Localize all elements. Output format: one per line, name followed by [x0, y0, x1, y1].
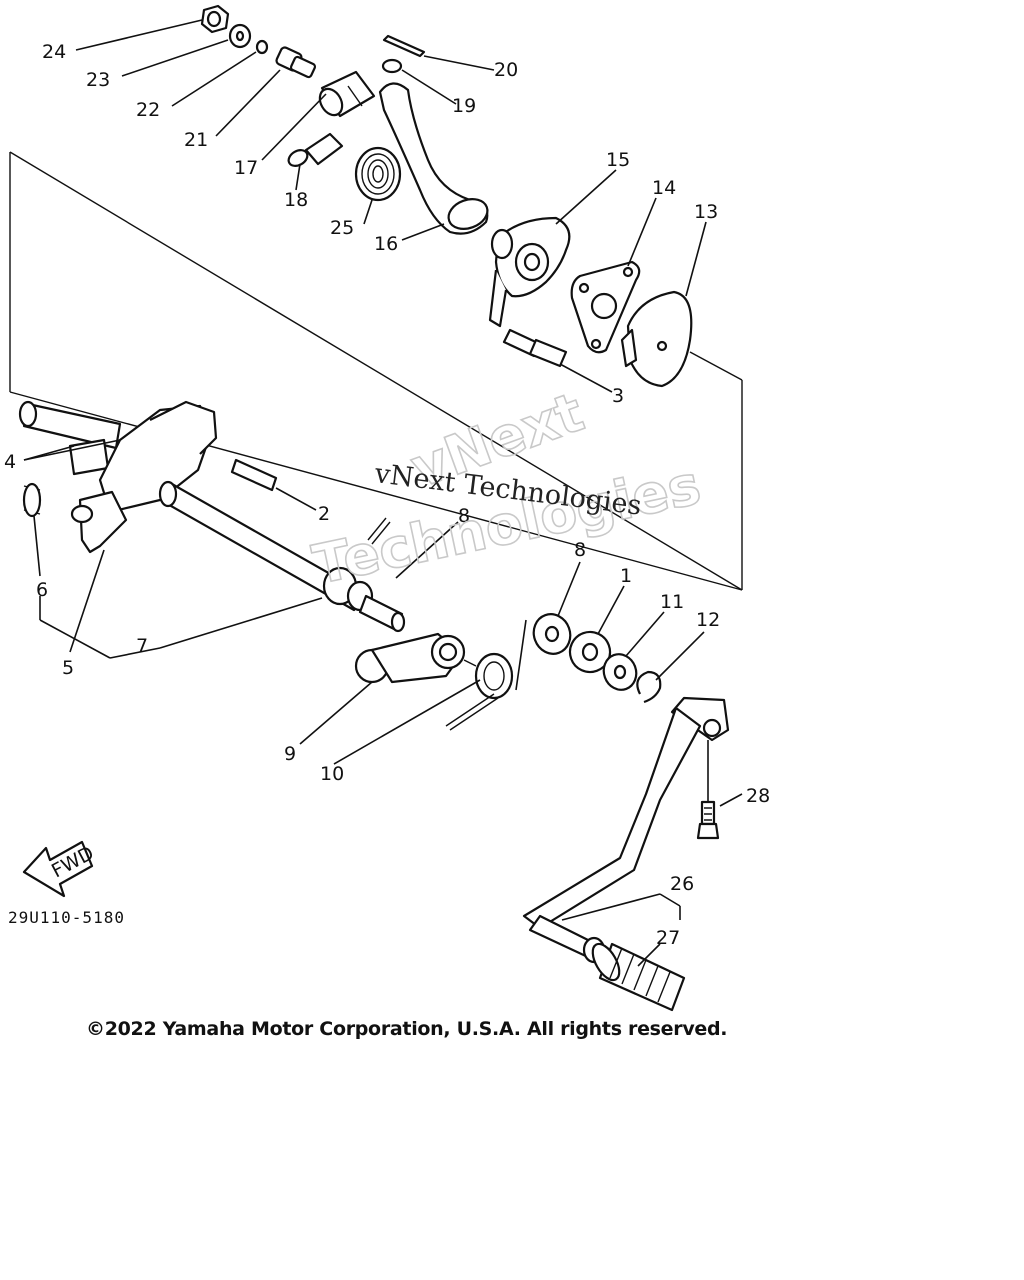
- callout-19: 19: [452, 95, 476, 117]
- callout-15: 15: [606, 149, 630, 171]
- callout-9: 9: [284, 743, 296, 765]
- callout-16: 16: [374, 233, 398, 255]
- part-14-triangle-plate: [570, 260, 641, 354]
- leader-lines: [23, 19, 743, 967]
- callout-22: 22: [136, 99, 160, 121]
- part-18-pin: [287, 132, 344, 167]
- reference-code: 29U110-5180: [8, 908, 125, 927]
- callout-25: 25: [330, 217, 354, 239]
- callout-8-upper: 8: [458, 505, 470, 527]
- copyright-notice: ©2022 Yamaha Motor Corporation, U.S.A. A…: [86, 1018, 728, 1040]
- callout-20: 20: [494, 59, 518, 81]
- part-24-nut: [200, 4, 230, 34]
- part-2-pin: [230, 458, 278, 492]
- callout-2: 2: [318, 503, 330, 525]
- part-26-shift-pedal: [522, 696, 730, 964]
- part-11-washer: [602, 653, 638, 691]
- part-9-shift-arm: [354, 632, 466, 684]
- part-3-bolt: [502, 328, 568, 368]
- callout-28: 28: [746, 785, 770, 807]
- part-19-washer: [381, 58, 403, 74]
- part-28-bolt: [696, 800, 720, 840]
- callout-12: 12: [696, 609, 720, 631]
- callout-24: 24: [42, 41, 66, 63]
- part-1-collar: [568, 630, 612, 674]
- callout-numbers: 24 23 22 21 17 18 20 19 25 16 15 14 13 3…: [4, 41, 770, 949]
- part-12-circlip: [636, 670, 662, 704]
- part-5-lever: [70, 490, 128, 554]
- callout-17: 17: [234, 157, 258, 179]
- callout-1: 1: [620, 565, 632, 587]
- part-23-washer: [228, 23, 252, 49]
- part-6-spring: [22, 482, 42, 518]
- callout-18: 18: [284, 189, 308, 211]
- callout-26: 26: [670, 873, 694, 895]
- callout-23: 23: [86, 69, 110, 91]
- callout-21: 21: [184, 129, 208, 151]
- callout-6: 6: [36, 579, 48, 601]
- callout-14: 14: [652, 177, 676, 199]
- callout-27: 27: [656, 927, 680, 949]
- part-25-spring: [354, 146, 402, 202]
- part-16-shift-arm: [378, 82, 489, 235]
- callout-13: 13: [694, 201, 718, 223]
- callout-10: 10: [320, 763, 344, 785]
- callout-5: 5: [62, 657, 74, 679]
- callout-8-lower: 8: [574, 539, 586, 561]
- part-20-cotter-pin: [382, 34, 426, 58]
- callout-11: 11: [660, 591, 684, 613]
- fwd-arrow: FWD: [22, 840, 98, 898]
- assembly-frame: [9, 151, 743, 591]
- callout-7: 7: [136, 635, 148, 657]
- callout-4: 4: [4, 451, 16, 473]
- part-10-spring: [445, 652, 514, 731]
- part-27-rubber: [591, 942, 686, 1012]
- part-7-shift-shaft: [158, 480, 406, 633]
- part-15-plate: [488, 216, 571, 328]
- callout-3: 3: [612, 385, 624, 407]
- part-21-bolt: [275, 46, 317, 79]
- part-8-washer: [532, 613, 572, 655]
- part-22-washer: [255, 39, 269, 55]
- part-13-cover: [620, 290, 693, 388]
